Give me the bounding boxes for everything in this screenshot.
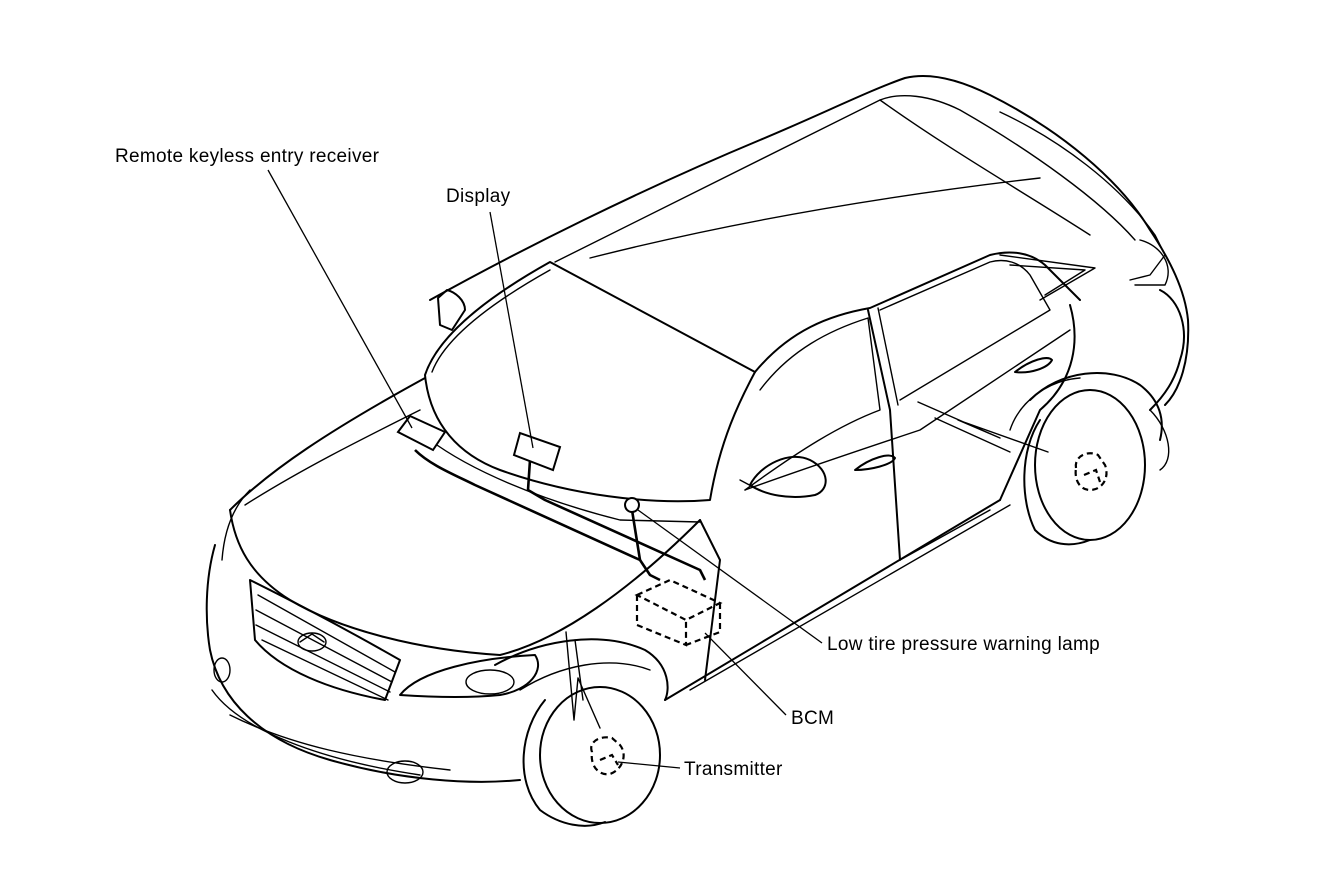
label-low-tire-pressure-warning-lamp: Low tire pressure warning lamp	[827, 634, 1100, 655]
rear-transmitter-unit	[1074, 452, 1108, 492]
leader-lines	[267, 169, 823, 769]
wiring-harness	[414, 449, 707, 582]
leader-bcm	[704, 632, 787, 716]
label-transmitter: Transmitter	[684, 759, 783, 780]
leader-warning-lamp	[637, 509, 823, 644]
front-transmitter-unit	[590, 736, 625, 776]
label-display: Display	[446, 186, 511, 207]
label-remote-keyless-entry-receiver: Remote keyless entry receiver	[115, 146, 380, 167]
leader-transmitter	[617, 761, 681, 769]
leader-remote-keyless	[267, 169, 413, 429]
warning-lamp-unit	[624, 497, 640, 513]
label-bcm: BCM	[791, 708, 834, 729]
signal-zigzag-rear	[917, 401, 1049, 453]
signal-zigzag-front	[565, 631, 601, 729]
display-unit	[512, 431, 562, 472]
vehicle-illustration	[205, 75, 1190, 827]
bcm-unit	[634, 578, 723, 647]
leader-display	[489, 211, 534, 449]
